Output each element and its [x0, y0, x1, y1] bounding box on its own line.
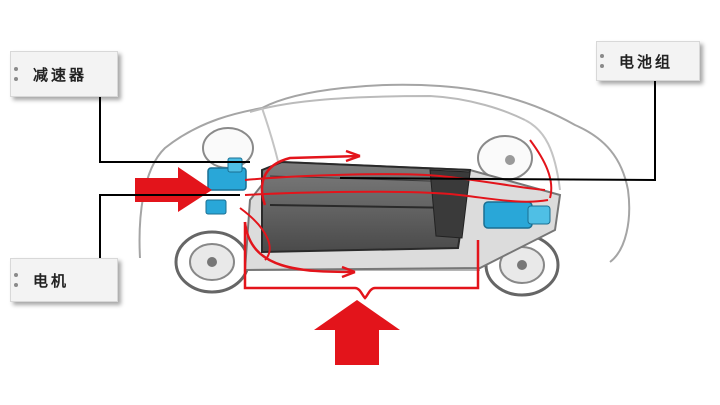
airflow-paths [243, 149, 480, 300]
coolant-lines [239, 139, 553, 261]
red-arrow-icon [314, 300, 400, 365]
reducer-label: 减速器 [10, 51, 118, 97]
red-arrow-icon [135, 167, 212, 212]
motor-label-text: 电机 [33, 271, 70, 290]
battery-label-text: 电池组 [619, 52, 674, 71]
connector-dots-icon [14, 67, 18, 81]
leader-lines [99, 79, 656, 258]
battery-pack [261, 160, 472, 254]
motor-label: 电机 [10, 258, 118, 302]
reducer-label-text: 减速器 [33, 65, 88, 84]
battery-label: 电池组 [596, 41, 700, 81]
connector-dots-icon [14, 273, 18, 287]
front-left-wheel [174, 230, 250, 294]
front-motor-unit [205, 157, 247, 215]
connector-dots-icon [600, 54, 604, 68]
rear-right-wheel [477, 135, 533, 181]
rear-motor-unit [483, 201, 551, 229]
